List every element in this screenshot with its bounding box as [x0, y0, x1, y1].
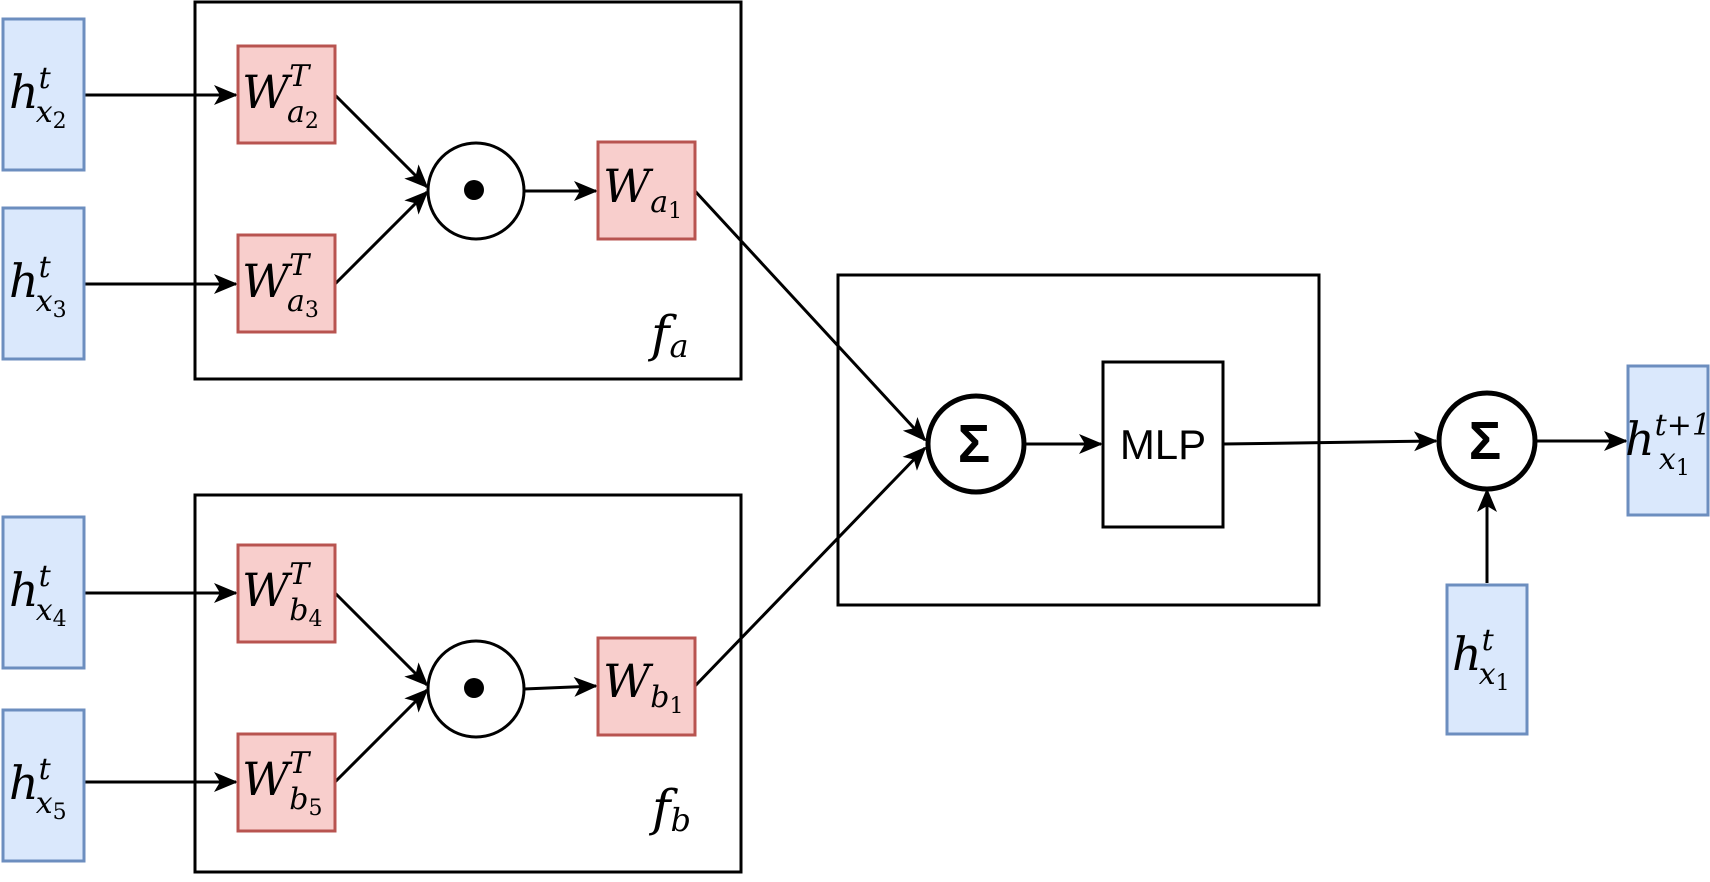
- edge-dot-b-wb1: [523, 676, 598, 697]
- mlp-label: MLP: [1120, 421, 1206, 468]
- edge-mlp-sum2: [1222, 431, 1438, 452]
- connectors: [84, 85, 1628, 792]
- hadamard-operator-b: [426, 639, 526, 739]
- sigma-icon: Σ: [958, 414, 990, 474]
- sigma-icon: Σ: [1469, 411, 1501, 471]
- sum-operator-residual: Σ: [1436, 390, 1538, 492]
- module-fb-label: fb: [648, 779, 691, 839]
- svg-text:Wa1: Wa1: [603, 159, 682, 224]
- edge-wb1-sum1: [693, 446, 927, 688]
- aggregation-module-frame: [836, 273, 1321, 607]
- dot-icon: [464, 180, 484, 200]
- hadamard-operator-a: [426, 141, 526, 241]
- edge-wa2-dot-a: [333, 93, 429, 189]
- weight-node-wa1: Wa1: [596, 140, 697, 241]
- edge-wa1-sum1: [693, 189, 927, 442]
- svg-text:ht+1x1: ht+1x1: [1625, 408, 1710, 481]
- sum-operator-aggregate: Σ: [925, 393, 1027, 495]
- edge-wb4-dot-b: [333, 591, 429, 687]
- dot-icon: [464, 678, 484, 698]
- svg-text:Wb1: Wb1: [603, 654, 684, 719]
- mlp-block: MLP: [1101, 360, 1225, 529]
- weight-node-wb1: Wb1: [596, 636, 697, 737]
- module-fa-frame: [193, 0, 743, 381]
- edge-wb5-dot-b: [333, 688, 429, 784]
- edge-wa3-dot-a: [333, 190, 429, 286]
- module-fb-frame: [193, 493, 743, 874]
- module-fa-label: fa: [647, 305, 689, 365]
